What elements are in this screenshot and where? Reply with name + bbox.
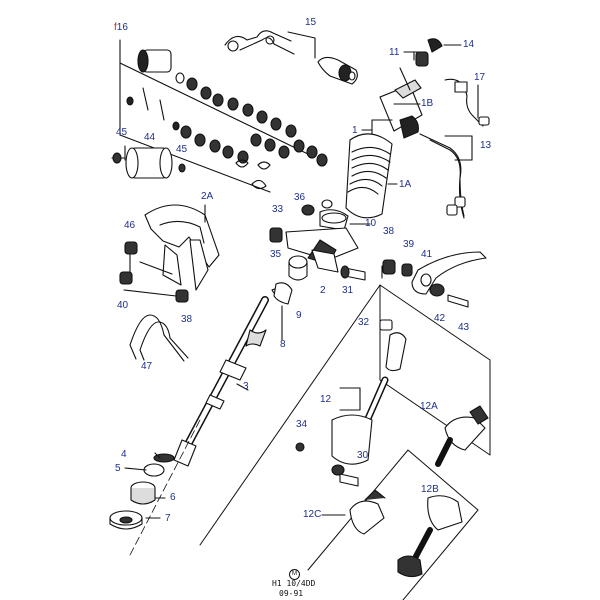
callout-3[interactable]: 3 — [243, 381, 249, 392]
callout-5[interactable]: 5 — [115, 463, 121, 474]
callout-14[interactable]: 14 — [463, 39, 475, 50]
part-4-5-6-7-lower-bearing-stack — [109, 419, 201, 556]
callout-33[interactable]: 33 — [272, 204, 284, 215]
part-2A-column-shroud — [144, 204, 220, 291]
part-12-intermediate-shaft — [199, 284, 491, 546]
callout-43[interactable]: 43 — [458, 322, 470, 333]
part-2-9-31-coupling-and-bolt — [288, 249, 366, 281]
callout-45-left[interactable]: 45 — [116, 127, 128, 138]
part-16-lock-barrel-kit — [119, 39, 328, 193]
callout-36[interactable]: 36 — [294, 192, 306, 203]
callout-12A[interactable]: 12A — [420, 401, 438, 412]
part-11-14-17-switch-and-wiring — [403, 38, 490, 127]
callout-47[interactable]: 47 — [141, 361, 153, 372]
part-47-spring-clip — [129, 314, 189, 362]
part-38-39-41-42-43-lower-bracket — [381, 251, 487, 308]
drawing-stamp: M — [289, 569, 300, 580]
callout-12C[interactable]: 12C — [303, 509, 322, 520]
callout-45-right[interactable]: 45 — [176, 144, 188, 155]
callout-32[interactable]: 32 — [358, 317, 370, 328]
callout-35[interactable]: 35 — [270, 249, 282, 260]
callout-46[interactable]: 46 — [124, 220, 136, 231]
callout-34[interactable]: 34 — [296, 419, 308, 430]
callout-44[interactable]: 44 — [144, 132, 156, 143]
drawing-code: H1 10/4DD — [272, 579, 316, 588]
part-46-40-38-mounts — [119, 241, 189, 303]
callout-12B[interactable]: 12B — [421, 484, 439, 495]
callout-10[interactable]: 10 — [365, 218, 377, 229]
callout-12[interactable]: 12 — [320, 394, 332, 405]
callout-39[interactable]: 39 — [403, 239, 415, 250]
callout-17[interactable]: 17 — [474, 72, 486, 83]
callout-1[interactable]: 1 — [352, 125, 358, 136]
part-12B-12C-lower-uj — [307, 449, 479, 600]
callout-2[interactable]: 2 — [320, 285, 326, 296]
drawing-date: 09-91 — [279, 589, 304, 598]
callout-38-right[interactable]: 38 — [383, 226, 395, 237]
callout-9[interactable]: 9 — [296, 310, 302, 321]
callout-7[interactable]: 7 — [165, 513, 171, 524]
part-1A-rubber-gaiter — [345, 133, 398, 219]
part-44-45-bracket — [111, 145, 186, 179]
part-1-switch-housing — [361, 67, 473, 219]
callout-1B[interactable]: 1B — [421, 98, 434, 109]
callout-1A[interactable]: 1A — [399, 179, 412, 190]
part-12A-upper-uj — [435, 405, 489, 467]
callout-13[interactable]: 13 — [480, 140, 492, 151]
callout-40[interactable]: 40 — [117, 300, 129, 311]
part-3-steering-shaft — [173, 282, 293, 467]
callout-15[interactable]: 15 — [305, 17, 317, 28]
callout-41[interactable]: 41 — [421, 249, 433, 260]
callout-38-left[interactable]: 38 — [181, 314, 193, 325]
callout-4[interactable]: 4 — [121, 449, 127, 460]
callout-2A[interactable]: 2A — [201, 191, 214, 202]
callout-42[interactable]: 42 — [434, 313, 446, 324]
callout-11[interactable]: 11 — [389, 47, 400, 58]
callout-16[interactable]: f16 — [114, 22, 128, 33]
callout-8[interactable]: 8 — [280, 339, 286, 350]
callout-31[interactable]: 31 — [342, 285, 354, 296]
part-15-keys-and-lock — [224, 30, 358, 85]
callout-6[interactable]: 6 — [170, 492, 176, 503]
callout-30[interactable]: 30 — [357, 450, 369, 461]
